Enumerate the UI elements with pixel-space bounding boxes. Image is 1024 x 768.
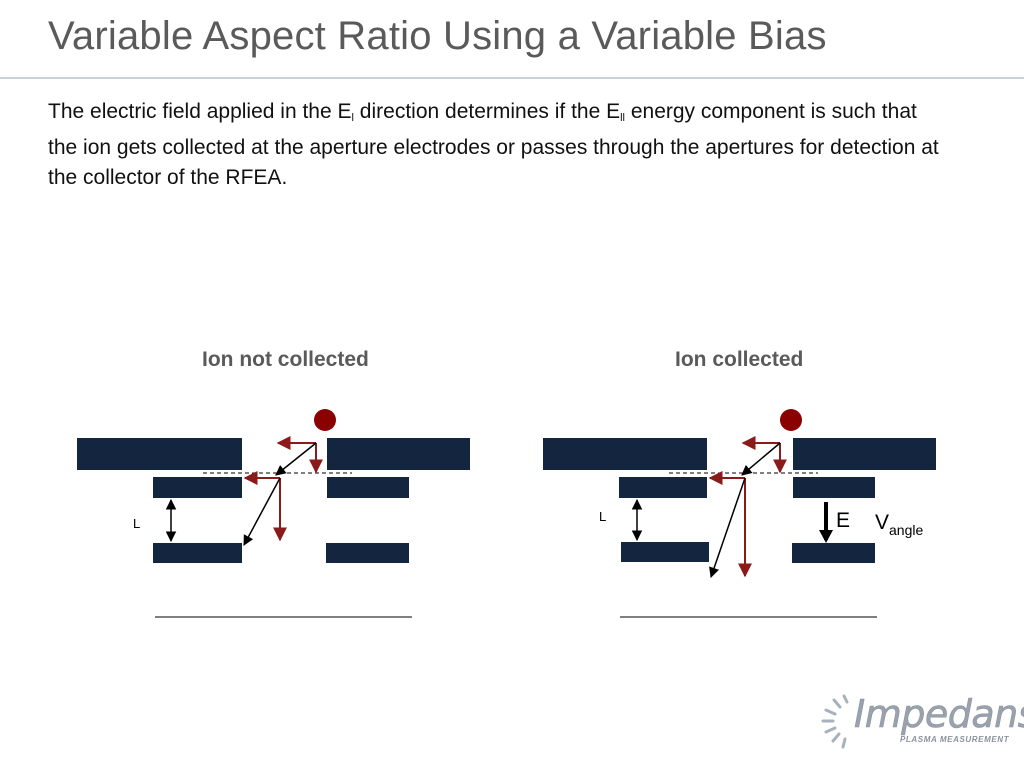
bottom-electrode-left — [621, 542, 709, 562]
heading-ion-collected: Ion collected — [675, 348, 804, 371]
ion-trajectory-upper — [741, 442, 781, 476]
body-subscript-parallel: ll — [620, 112, 625, 124]
top-electrode-left — [543, 438, 707, 470]
middle-electrode-left — [619, 477, 707, 498]
logo-wordmark: Impedans — [854, 692, 1024, 736]
impedans-logo: Impedans PLASMA MEASUREMENT — [820, 690, 1024, 754]
ion-trajectory-lower — [243, 477, 281, 546]
panel-right: L E Vangle — [543, 409, 936, 618]
top-electrode-right — [793, 438, 936, 470]
body-text-part-1: The electric field applied in the E — [48, 100, 352, 123]
body-subscript-perp: l — [351, 112, 354, 124]
ion-particle — [780, 409, 802, 431]
logo-burst-icon — [821, 694, 849, 749]
slide-body-text: The electric field applied in the El dir… — [48, 97, 948, 193]
electric-field-arrow-head — [819, 530, 833, 543]
voltage-label-main: V — [875, 511, 889, 534]
middle-electrode-right — [793, 477, 875, 498]
ion-trajectory-upper — [275, 442, 317, 476]
voltage-label-subscript: angle — [889, 522, 923, 538]
panel-left: L — [77, 409, 470, 618]
top-electrode-left — [77, 438, 242, 470]
body-text-part-3: energy component is such that the ion ge… — [48, 100, 939, 189]
length-label-right: L — [599, 509, 606, 524]
bottom-electrode-left — [153, 543, 242, 563]
middle-electrode-left — [153, 477, 242, 498]
slide-title: Variable Aspect Ratio Using a Variable B… — [48, 14, 827, 58]
logo-tagline: PLASMA MEASUREMENT — [900, 735, 1010, 744]
top-electrode-right — [327, 438, 470, 470]
title-divider — [0, 77, 1024, 79]
electric-field-label: E — [836, 509, 850, 532]
bottom-electrode-right — [326, 543, 409, 563]
length-label-left: L — [133, 516, 140, 531]
ion-trajectory-lower — [709, 477, 746, 578]
heading-ion-not-collected: Ion not collected — [202, 348, 369, 371]
voltage-label: Vangle — [875, 511, 923, 538]
bottom-electrode-right — [792, 543, 875, 563]
body-text-part-2: direction determines if the E — [353, 100, 621, 123]
ion-particle — [314, 409, 336, 431]
middle-electrode-right — [327, 477, 409, 498]
